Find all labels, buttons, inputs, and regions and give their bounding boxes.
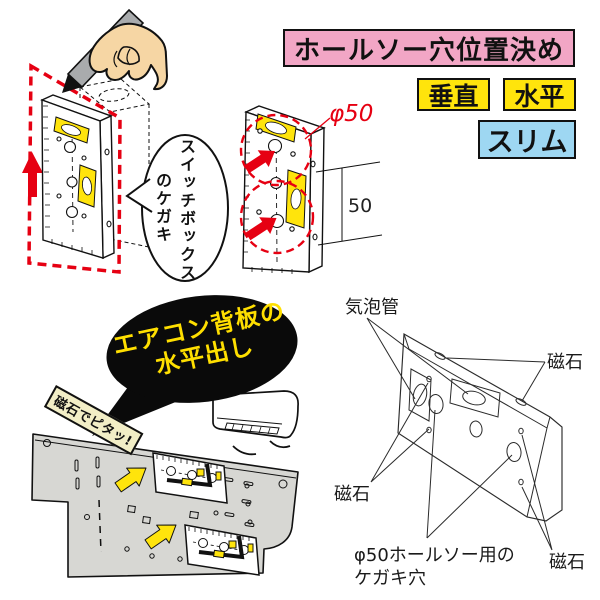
holesaw-circle-bottom [239, 179, 315, 255]
red-arrow-top [243, 150, 275, 174]
holesaw-hole-label-line1: φ50ホールソー用の [354, 545, 515, 566]
speech-bubble [125, 134, 229, 282]
level-tool-vertical [40, 94, 115, 260]
dia-label: φ50 [329, 101, 373, 127]
pitch-dimension [315, 161, 383, 246]
aircon-backplate-scene [31, 295, 299, 578]
up-arrow [22, 152, 43, 197]
ac-vent [224, 422, 280, 435]
vial-label: 気泡管 [345, 297, 399, 318]
speech-bubble-text-line1: スイッチボックス [177, 138, 196, 282]
pencil-tip [62, 74, 82, 93]
plate-holes [43, 439, 288, 562]
level-on-plate-top [152, 452, 228, 504]
pitch-label: 50 [348, 195, 372, 217]
marking-outline-rect [27, 62, 122, 274]
title-banner: ホールソー穴位置決め [283, 29, 575, 67]
holesaw-circle-top [239, 113, 313, 187]
magnet-label-left: 磁石 [334, 484, 370, 505]
dia-leader-line [304, 117, 331, 140]
badge-slim: スリム [478, 120, 576, 159]
marking-holes [428, 394, 522, 462]
magnet-label-bottom: 磁石 [549, 552, 585, 573]
magnet-label-top: 磁石 [547, 352, 583, 373]
ruler-ticks [243, 119, 293, 274]
badge-vertical: 垂直 [417, 78, 490, 111]
vial-window [449, 378, 501, 418]
level-on-plate-bottom [184, 524, 260, 576]
parts-diagram: 気泡管 磁石 磁石 磁石 φ50ホールソー用の ケガキ穴 [334, 297, 585, 589]
leader-lines [366, 317, 553, 551]
badge-horizontal: 水平 [503, 78, 576, 111]
switchbox-marking-scene [22, 8, 229, 282]
hand-with-pencil [62, 8, 168, 93]
hole-positioning-scene: φ50 50 [239, 101, 383, 274]
air-conditioner [211, 390, 299, 456]
level-tool-lineart [397, 333, 563, 522]
speech-bubble-text-line2: のケガキ [153, 172, 172, 244]
vial-window [408, 368, 432, 422]
yellow-arrow-bottom [144, 524, 177, 550]
marking-holes [56, 136, 112, 228]
magnet-holes [426, 352, 527, 486]
yellow-arrow-top [114, 467, 147, 493]
thumb [117, 46, 140, 65]
level-tool-hole-pitch [242, 105, 326, 274]
motion-lines [232, 440, 291, 456]
holesaw-hole-label-line2: ケガキ穴 [354, 568, 426, 589]
red-arrow-bottom [245, 217, 277, 241]
ruler-ticks [43, 105, 93, 255]
